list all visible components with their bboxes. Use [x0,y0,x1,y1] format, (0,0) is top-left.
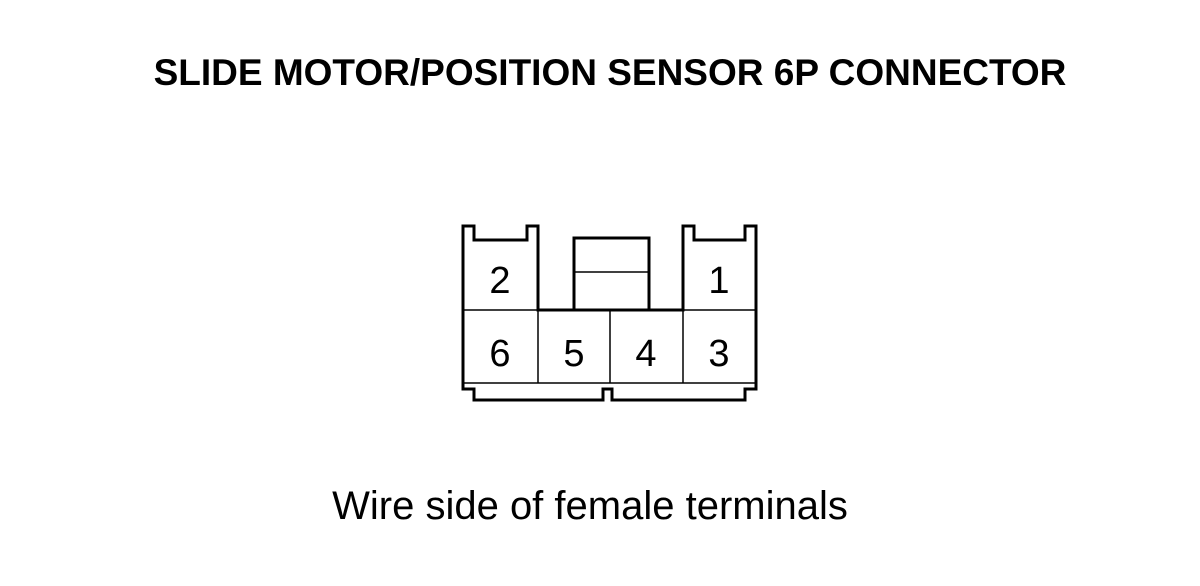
pin-label-4: 4 [635,333,656,375]
diagram-title: SLIDE MOTOR/POSITION SENSOR 6P CONNECTOR [153,52,1067,93]
pin-label-1: 1 [708,260,729,302]
pin-label-2: 2 [489,260,510,302]
connector-outline [461,224,758,402]
pin-label-5: 5 [563,333,584,375]
locking-latch [572,236,651,310]
diagram-caption: Wire side of female terminals [332,484,848,528]
pin-label-3: 3 [708,333,729,375]
pin-label-6: 6 [489,333,510,375]
